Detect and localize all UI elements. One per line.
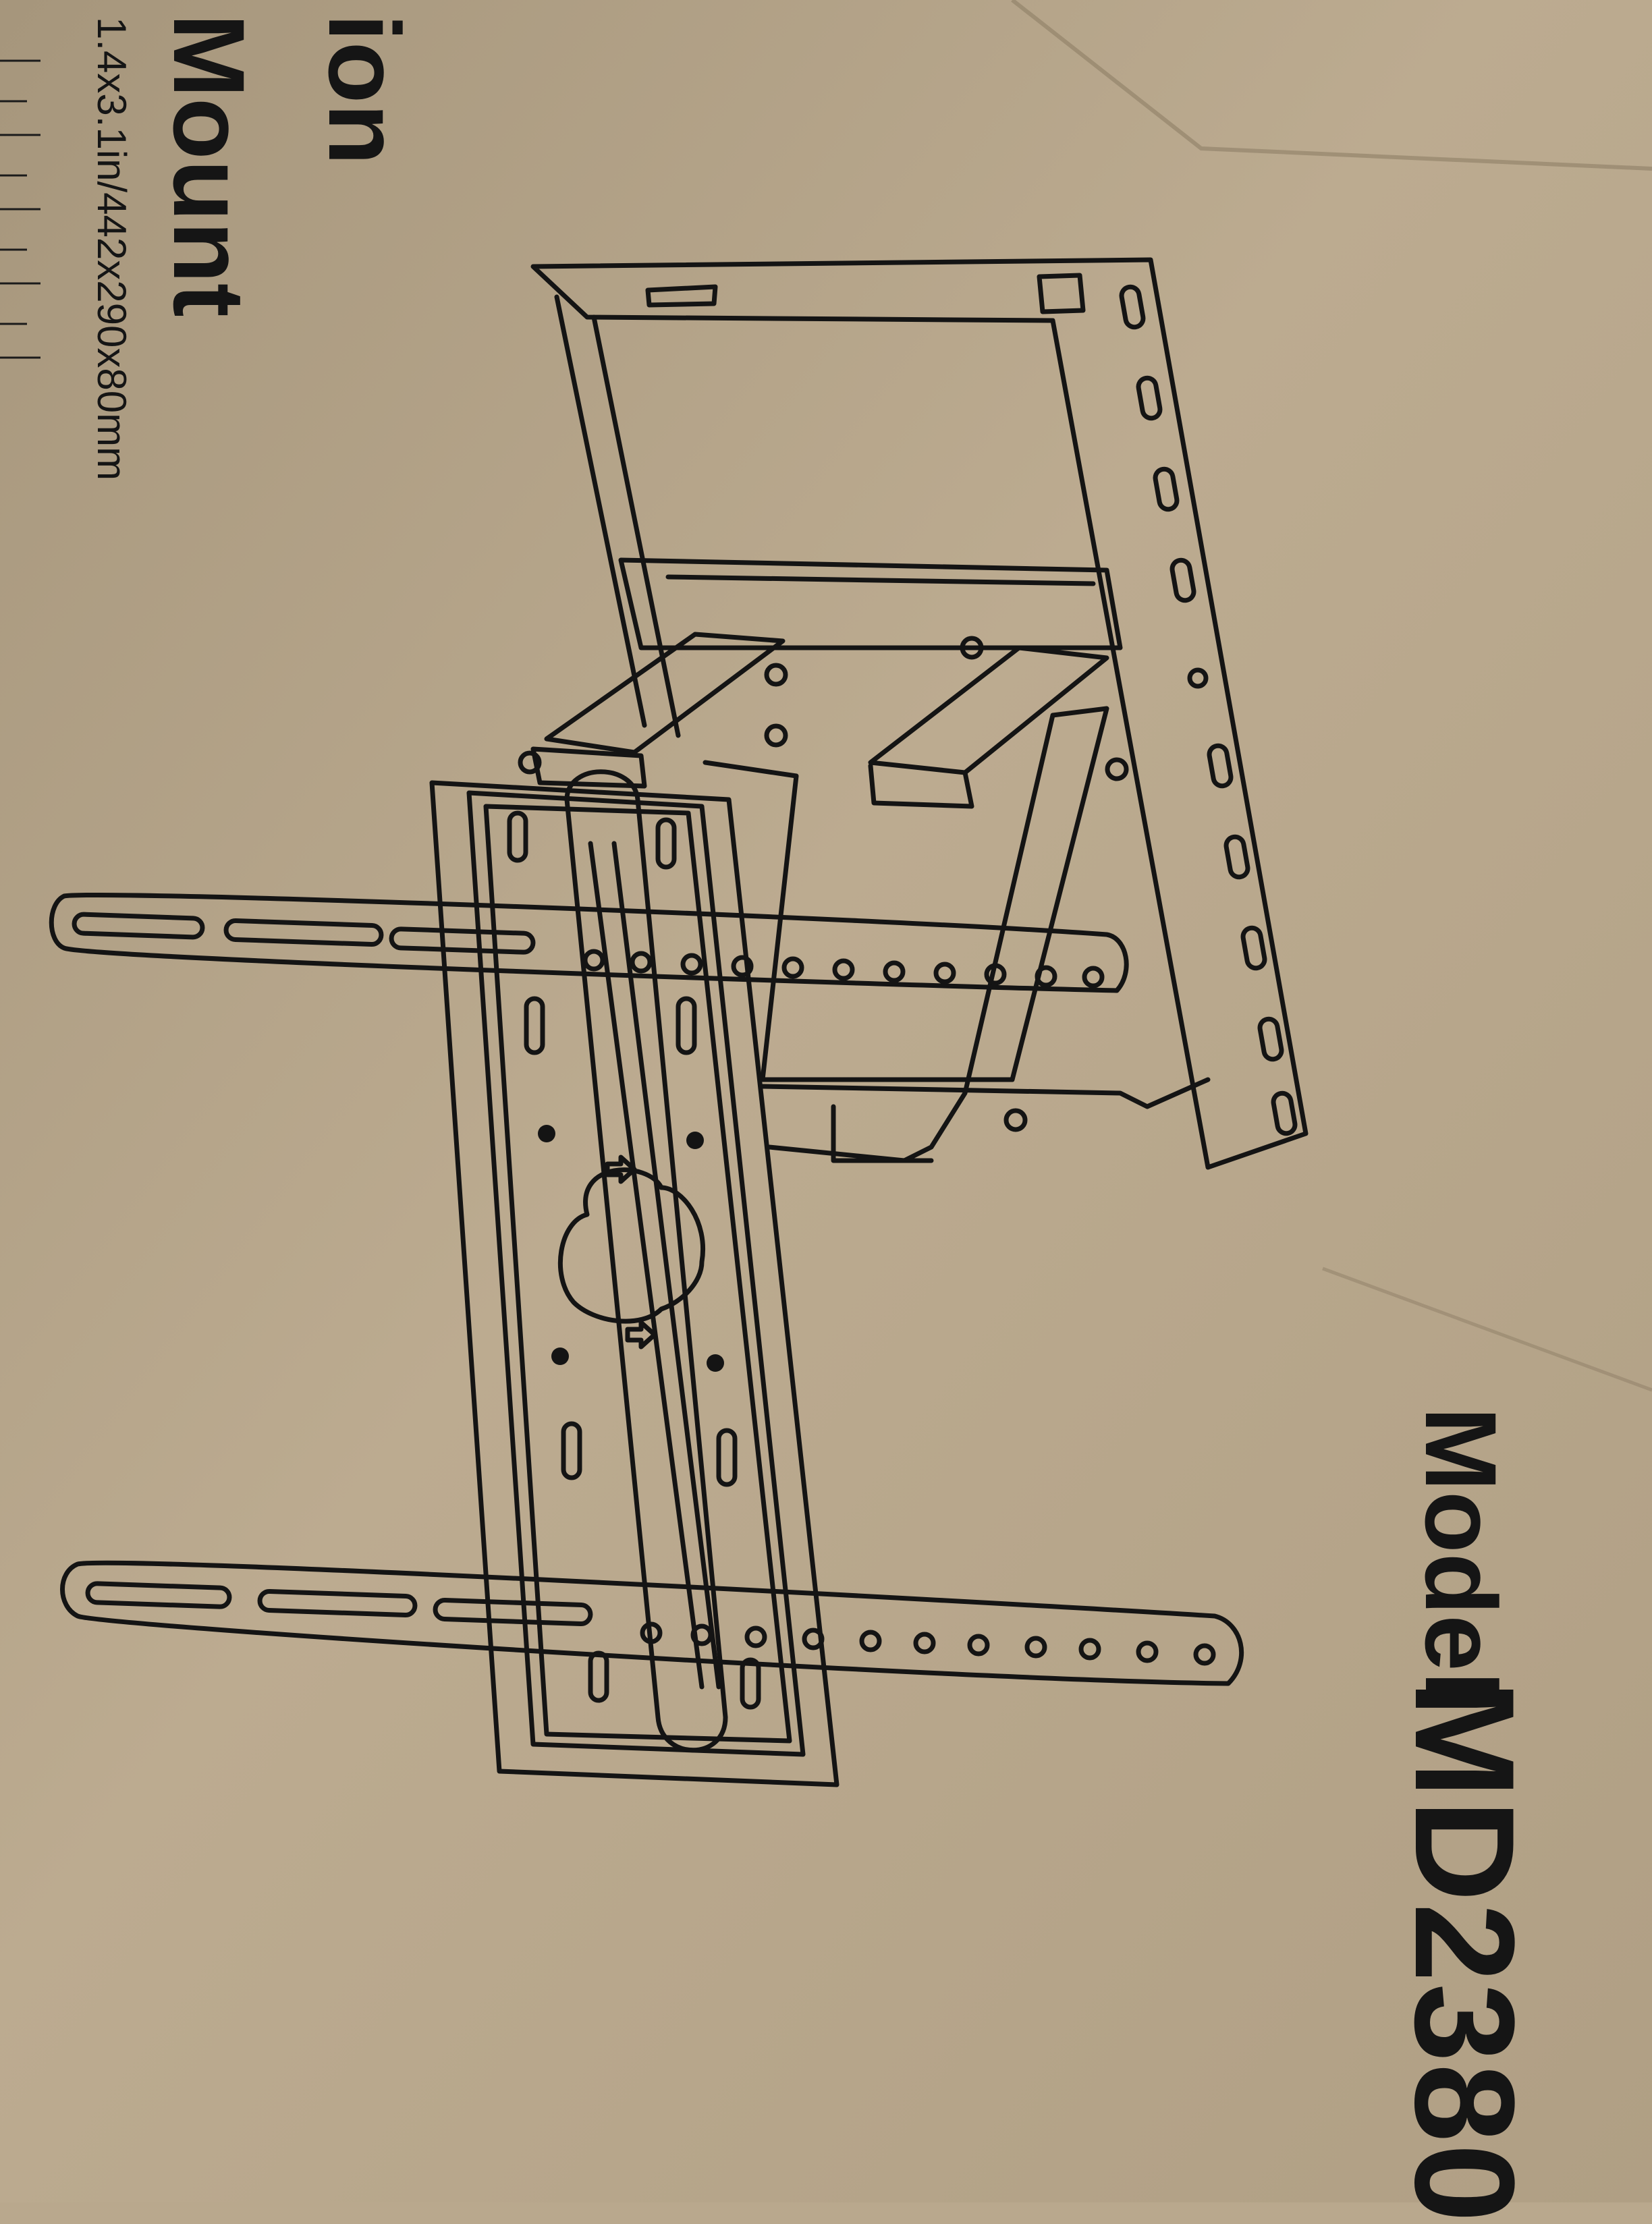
dimensions-text: 1.4x3.1in/442x290x80mm [89,17,134,481]
tv-plate-frame [429,780,839,1787]
wall-plate-slots [1119,284,1298,1136]
model-label: Model [1404,1407,1518,1700]
plate-screw-holes [538,1125,724,1372]
wall-plate [530,257,1309,1170]
tv-arm-upper [49,892,1129,993]
model-number: MD2380 [1385,1680,1544,2224]
ruler-marks [0,59,40,359]
upper-arm [618,557,1123,650]
tv-arm-lower [60,1560,1244,1686]
tv-arm-lower-slots [85,1581,593,1627]
arm-segment-right [868,645,1109,775]
arm-segment-left [544,632,786,755]
box-fold-edge [1011,0,1652,171]
plate-slots [507,810,761,1710]
box-flap-edge [1322,1267,1652,1392]
title-line-1: ion [308,13,421,165]
tv-mount-illustration [49,257,1309,1787]
tv-arm-lower-holes [640,1621,1216,1666]
tv-arm-upper-slots [72,912,536,955]
center-keyhole [557,1167,705,1324]
lower-arm [703,706,1109,1163]
tv-arm-upper-holes [582,949,1105,989]
title-line-2: Mount [153,13,266,317]
